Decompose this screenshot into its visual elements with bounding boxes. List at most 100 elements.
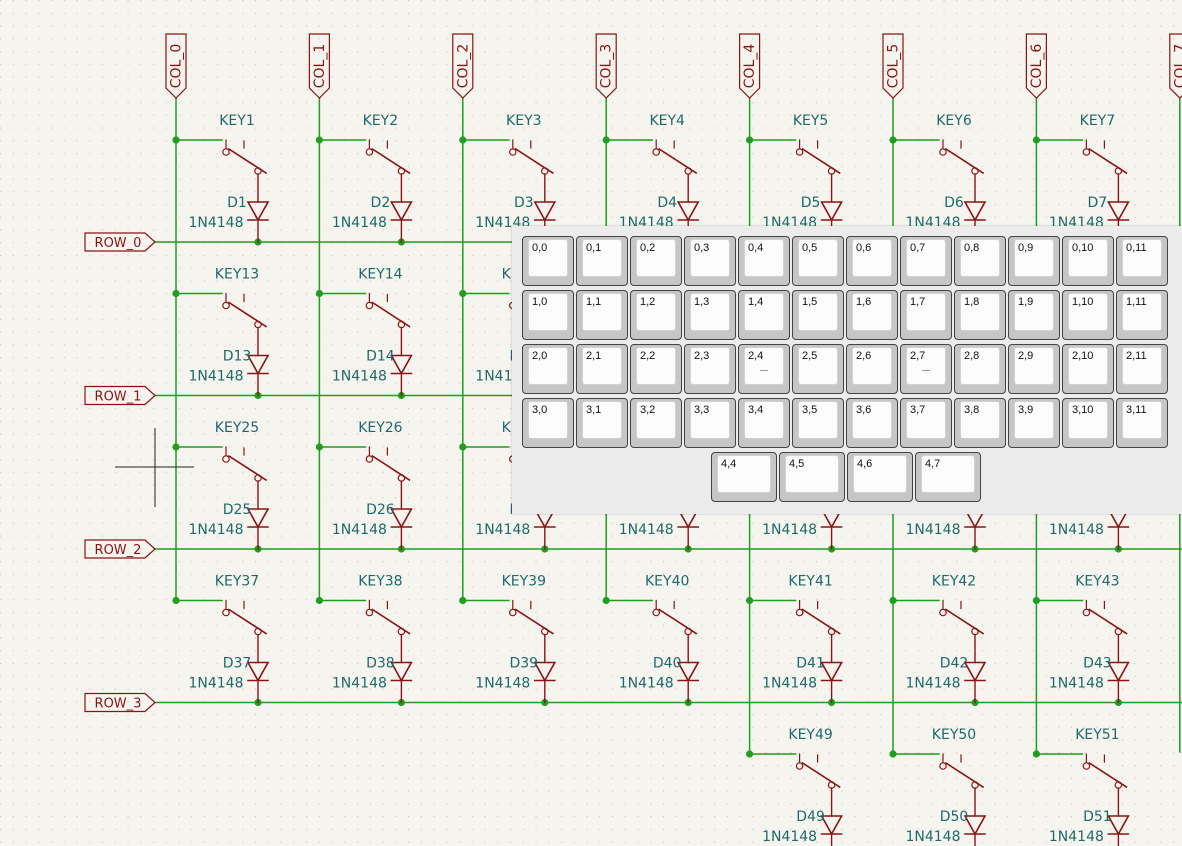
layout-key[interactable]: 4,7	[915, 452, 981, 502]
diode-reference: D13	[223, 349, 252, 365]
layout-key[interactable]: 1,7	[900, 290, 952, 340]
layout-key[interactable]: 1,4	[738, 290, 790, 340]
diode-value: 1N4148	[905, 522, 960, 538]
switch-blade	[514, 608, 554, 635]
layout-key[interactable]: 2,9	[1008, 344, 1060, 394]
key-matrix-label: 1,11	[1126, 296, 1147, 308]
keycap-top: 0,0	[528, 239, 568, 277]
layout-key[interactable]: 3,6	[846, 398, 898, 448]
layout-key[interactable]: 2,4	[738, 344, 790, 394]
diode-reference: D4	[657, 195, 677, 211]
diode-body	[676, 661, 700, 683]
layout-key[interactable]: 3,4	[738, 398, 790, 448]
layout-key[interactable]: 1,3	[684, 290, 736, 340]
switch-blade	[227, 454, 268, 482]
layout-key[interactable]: 1,8	[954, 290, 1006, 340]
row-label-text: ROW_3	[95, 697, 142, 712]
column-junction	[889, 750, 897, 758]
switch-blade	[801, 147, 841, 175]
switch-reference: KEY6	[936, 113, 972, 129]
layout-key[interactable]: 1,5	[792, 290, 844, 340]
layout-key[interactable]: 3,1	[576, 398, 628, 448]
switch-reference: KEY4	[649, 113, 685, 129]
diode-body	[820, 661, 843, 683]
layout-key[interactable]: 0,5	[792, 236, 844, 286]
column-junction	[746, 136, 754, 144]
layout-key[interactable]: 0,6	[846, 236, 898, 286]
keycap-top: 2,4	[744, 347, 784, 385]
layout-key[interactable]: 1,6	[846, 290, 898, 340]
layout-key[interactable]: 3,10	[1062, 398, 1114, 448]
key-matrix-label: 2,8	[964, 350, 980, 362]
layout-key[interactable]: 1,1	[576, 290, 628, 340]
layout-key[interactable]: 4,4	[711, 452, 777, 502]
layout-key[interactable]: 2,7	[900, 344, 952, 394]
layout-key[interactable]: 3,5	[792, 398, 844, 448]
layout-key[interactable]: 2,1	[576, 344, 628, 394]
switch-blade	[658, 608, 698, 635]
layout-key[interactable]: 0,11	[1116, 236, 1168, 286]
layout-key[interactable]: 1,11	[1116, 290, 1168, 340]
column-junction	[172, 136, 180, 144]
layout-key[interactable]: 0,7	[900, 236, 952, 286]
layout-key[interactable]: 0,9	[1008, 236, 1060, 286]
key-matrix-label: 3,7	[910, 404, 926, 416]
layout-key[interactable]: 1,9	[1008, 290, 1060, 340]
layout-key[interactable]: 1,10	[1062, 290, 1114, 340]
layout-key[interactable]: 3,8	[954, 398, 1006, 448]
layout-key[interactable]: 1,0	[522, 290, 574, 340]
switch-blade	[658, 147, 698, 175]
layout-key[interactable]: 4,6	[847, 452, 913, 502]
layout-key[interactable]: 2,3	[684, 344, 736, 394]
switch-reference: KEY51	[1075, 727, 1119, 743]
column-label-text: COL_7	[1172, 44, 1182, 89]
switch-reference: KEY25	[215, 420, 259, 436]
layout-key[interactable]: 0,10	[1062, 236, 1114, 286]
keycap-top: 3,0	[528, 401, 568, 439]
key-matrix-label: 0,1	[586, 242, 602, 254]
layout-key[interactable]: 2,10	[1062, 344, 1114, 394]
column-junction	[1032, 596, 1040, 605]
layout-key[interactable]: 3,9	[1008, 398, 1060, 448]
switch-blade	[1088, 761, 1128, 789]
column-label-text: COL_1	[312, 44, 328, 89]
key-matrix-label: 2,2	[640, 350, 656, 362]
key-matrix-label: 4,4	[721, 458, 737, 470]
keycap-top: 1,10	[1068, 293, 1108, 331]
diode-reference: D49	[796, 809, 825, 825]
layout-key[interactable]: 0,8	[954, 236, 1006, 286]
layout-key[interactable]: 3,0	[522, 398, 574, 448]
switch-blade	[371, 301, 411, 328]
layout-key[interactable]: 2,6	[846, 344, 898, 394]
switch-reference: KEY40	[645, 574, 689, 590]
layout-key[interactable]: 2,8	[954, 344, 1006, 394]
layout-key[interactable]: 3,11	[1116, 398, 1168, 448]
key-matrix-label: 3,1	[586, 404, 602, 416]
key-matrix-label: 1,1	[586, 296, 602, 308]
keycap-top: 3,2	[636, 401, 676, 439]
keycap-top: 1,11	[1122, 293, 1162, 331]
keycap-top: 0,7	[906, 239, 946, 277]
layout-key[interactable]: 2,11	[1116, 344, 1168, 394]
layout-key[interactable]: 0,0	[522, 236, 574, 286]
key-matrix-label: 1,8	[964, 296, 980, 308]
keycap-top: 2,3	[690, 347, 730, 385]
switch-pin	[939, 762, 947, 770]
layout-key[interactable]: 0,2	[630, 236, 682, 286]
layout-key[interactable]: 2,0	[522, 344, 574, 394]
layout-key[interactable]: 0,4	[738, 236, 790, 286]
layout-key[interactable]: 2,2	[630, 344, 682, 394]
diode-reference: D6	[944, 195, 964, 211]
layout-key[interactable]: 4,5	[779, 452, 845, 502]
layout-key[interactable]: 3,7	[900, 398, 952, 448]
layout-key[interactable]: 2,5	[792, 344, 844, 394]
layout-key[interactable]: 0,1	[576, 236, 628, 286]
column-junction	[315, 289, 323, 298]
layout-key[interactable]: 1,2	[630, 290, 682, 340]
layout-key[interactable]: 3,2	[630, 398, 682, 448]
switch-pin	[222, 455, 230, 463]
switch-reference: KEY38	[358, 574, 402, 590]
keycap-top: 3,1	[582, 401, 622, 439]
layout-key[interactable]: 3,3	[684, 398, 736, 448]
layout-key[interactable]: 0,3	[684, 236, 736, 286]
